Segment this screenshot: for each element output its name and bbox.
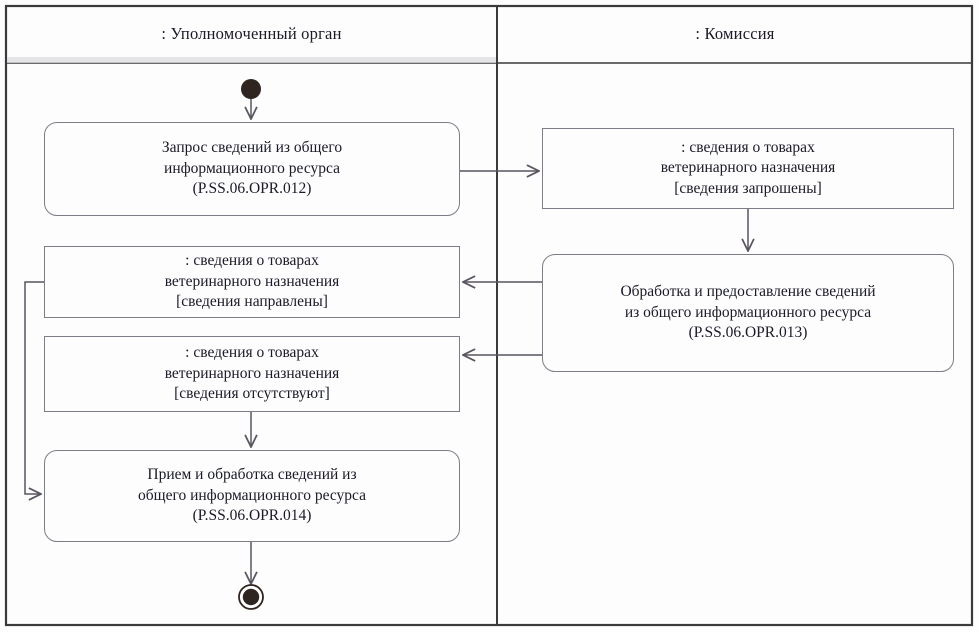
activity-request-line-1: Запрос сведений из общего	[161, 139, 343, 157]
activity-request-line-2: информационного ресурса	[164, 159, 340, 177]
object-absent-line-1: : сведения о товарах	[185, 344, 319, 362]
activity-node-receive[interactable]: Прием и обработка сведений из общего инф…	[44, 450, 460, 542]
activity-process-line-1: Обработка и предоставление сведений	[620, 283, 876, 301]
object-absent-line-3: [сведения отсутствуют]	[174, 385, 330, 403]
activity-node-process[interactable]: Обработка и предоставление сведений из о…	[542, 254, 954, 372]
object-sent-line-2: ветеринарного назначения	[164, 272, 340, 290]
edge-sent-to-receive-loop	[24, 281, 44, 494]
activity-receive-line-1: Прием и обработка сведений из	[147, 466, 357, 484]
diagram-frame	[4, 4, 974, 627]
object-node-info-sent[interactable]: : сведения о товарах ветеринарного назна…	[44, 246, 460, 318]
lane-header-left: : Уполномоченный орган	[7, 24, 496, 44]
object-sent-line-1: : сведения о товарах	[185, 252, 319, 270]
activity-request-line-3: (P.SS.06.OPR.012)	[192, 180, 312, 198]
object-sent-line-3: [сведения направлены]	[176, 293, 328, 311]
initial-node	[241, 79, 261, 99]
object-absent-line-2: ветеринарного назначения	[164, 364, 340, 382]
activity-receive-line-3: (P.SS.06.OPR.014)	[192, 507, 312, 525]
object-requested-line-2: ветеринарного назначения	[660, 159, 836, 177]
object-node-info-absent[interactable]: : сведения о товарах ветеринарного назна…	[44, 336, 460, 412]
activity-process-line-3: (P.SS.06.OPR.013)	[688, 324, 808, 342]
final-node	[238, 584, 264, 610]
activity-receive-line-2: общего информационного ресурса	[138, 486, 366, 504]
lane-header-left-label: : Уполномоченный орган	[161, 24, 342, 43]
object-node-info-requested[interactable]: : сведения о товарах ветеринарного назна…	[542, 128, 954, 209]
lane-header-right: : Комиссия	[499, 24, 971, 44]
activity-node-request[interactable]: Запрос сведений из общего информационног…	[44, 122, 460, 216]
lane-header-right-label: : Комиссия	[695, 24, 775, 43]
object-requested-line-1: : сведения о товарах	[681, 138, 815, 156]
left-lane-header-band	[7, 57, 496, 63]
object-requested-line-3: [сведения запрошены]	[674, 179, 822, 197]
activity-process-line-2: из общего информационного ресурса	[624, 303, 872, 321]
